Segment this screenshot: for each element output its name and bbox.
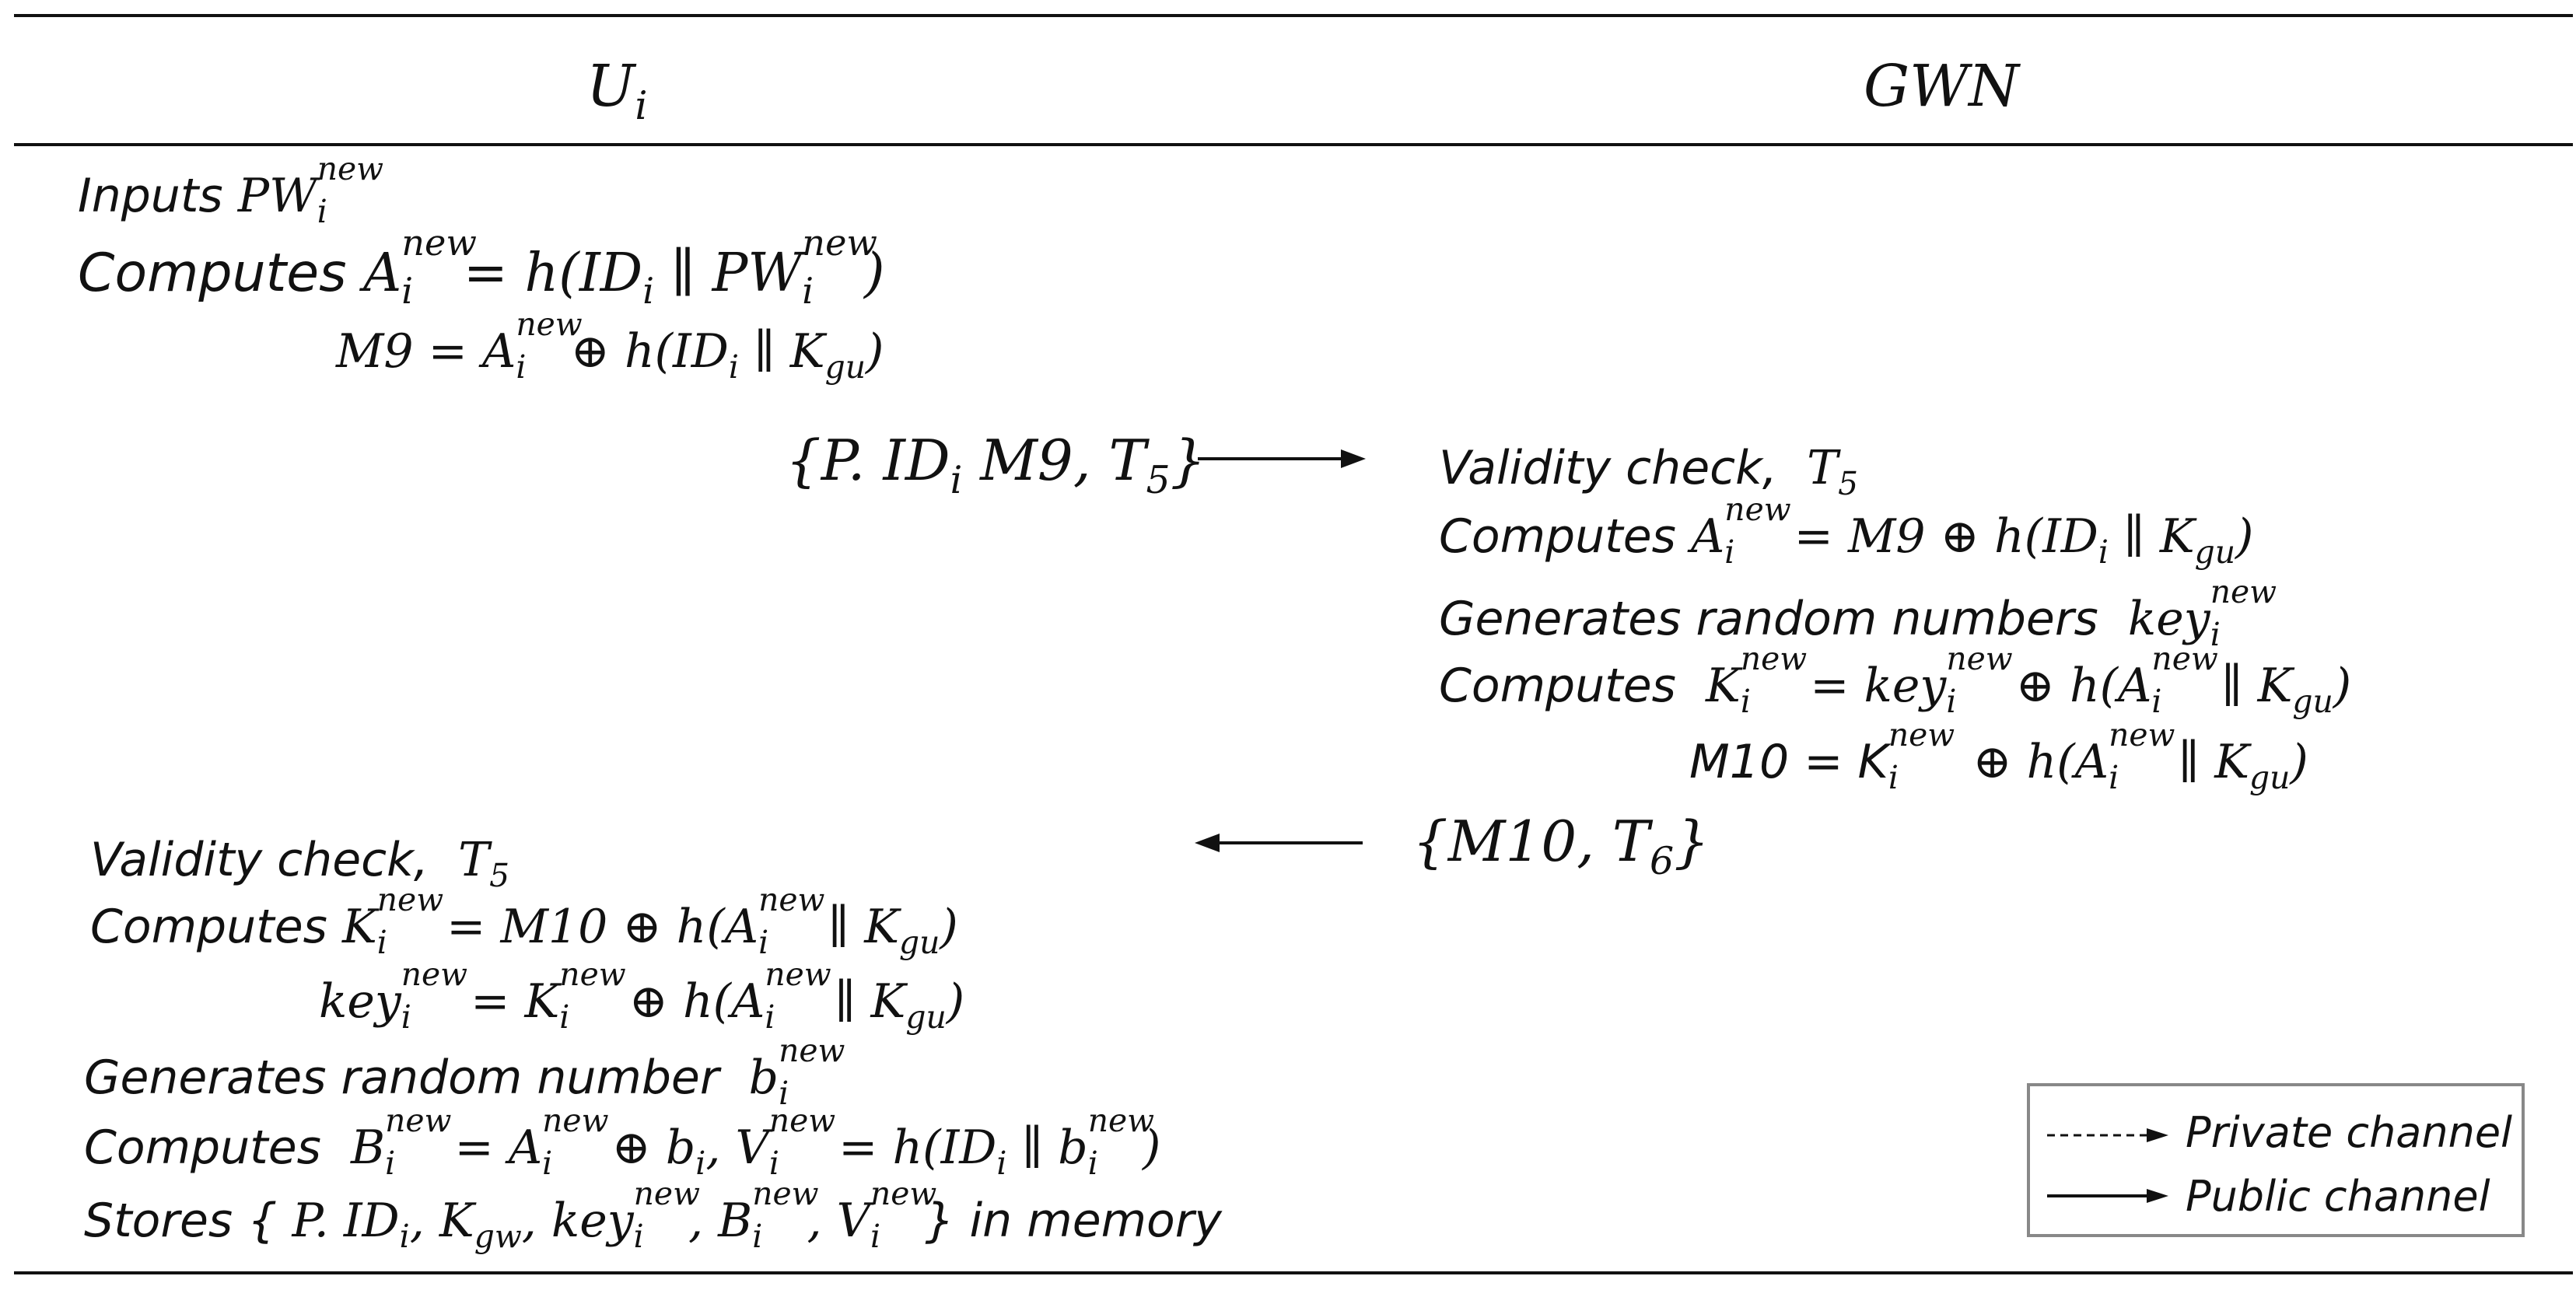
private-channel-arrow <box>2047 1128 2168 1142</box>
user-column-header: Ui <box>586 53 648 129</box>
public-channel-arrow <box>2047 1189 2168 1203</box>
message-2-label: {M10, T6} <box>1412 809 1710 883</box>
gwn-column-header: GWN <box>1864 53 2019 120</box>
legend-box: Private channel Public channel <box>2027 1083 2525 1237</box>
message-1-label: {P. IDi M9, T5} <box>786 428 1206 502</box>
legend-public-label: Public channel <box>2186 1172 2490 1221</box>
bottom-rule <box>14 1271 2573 1274</box>
public-arrow-to-gwn <box>1198 449 1366 468</box>
public-arrow-to-user <box>1195 834 1363 852</box>
legend-private-label: Private channel <box>2186 1108 2513 1157</box>
top-rule <box>14 14 2573 17</box>
user-validity-check-line: Validity check, T5 <box>90 833 510 894</box>
gwn-validity-check-line: Validity check, T5 <box>1439 441 1859 502</box>
header-rule <box>14 143 2573 146</box>
